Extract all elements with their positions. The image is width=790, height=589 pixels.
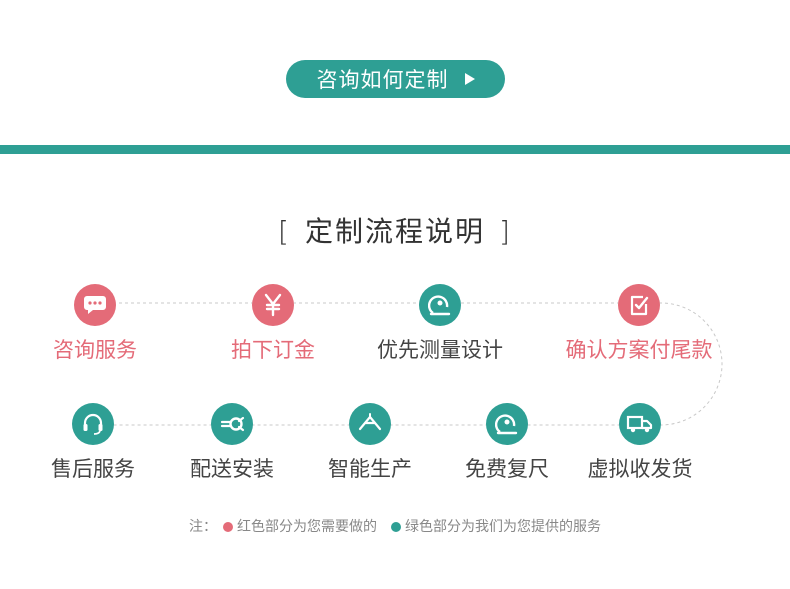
step-label: 免费复尺 (465, 457, 549, 481)
legend-prefix: 注： (189, 519, 217, 535)
delivery-truck-icon (619, 403, 661, 445)
section-divider-band (0, 145, 790, 154)
step-confirm-pay: 确认方案付尾款 (564, 284, 714, 364)
play-arrow-icon (464, 73, 475, 85)
title-bracket-close: ] (499, 215, 512, 248)
step-deposit: 拍下订金 (198, 284, 348, 364)
step-virtual-delivery: 虚拟收发货 (565, 403, 715, 483)
green-dot-icon (391, 522, 401, 532)
yen-icon (252, 284, 294, 326)
section-title-text: 定制流程说明 (304, 215, 485, 248)
legend-provider: 绿色部分为我们为您提供的服务 (405, 519, 601, 535)
checklist-icon (618, 284, 660, 326)
step-measure-design: 优先测量设计 (365, 284, 515, 364)
step-label: 配送安装 (190, 457, 274, 481)
tape-measure-icon (486, 403, 528, 445)
step-after-sales: 售后服务 (18, 403, 168, 483)
step-label: 售后服务 (51, 457, 135, 481)
legend-note: 注： 红色部分为您需要做的 绿色部分为我们为您提供的服务 (0, 516, 790, 536)
step-consult: 咨询服务 (20, 284, 170, 364)
step-label: 咨询服务 (53, 338, 137, 362)
step-label: 虚拟收发货 (587, 457, 693, 481)
red-dot-icon (223, 522, 233, 532)
step-label: 拍下订金 (231, 338, 315, 362)
step-delivery-install: 配送安装 (157, 403, 307, 483)
consult-button-label: 咨询如何定制 (316, 68, 449, 92)
step-label: 确认方案付尾款 (565, 338, 713, 362)
tape-measure-icon (419, 284, 461, 326)
chat-bubble-icon (74, 284, 116, 326)
headset-icon (72, 403, 114, 445)
title-bracket-open: [ (278, 215, 291, 248)
consult-customization-button[interactable]: 咨询如何定制 (286, 60, 505, 98)
step-production: 智能生产 (295, 403, 445, 483)
step-remeasure: 免费复尺 (432, 403, 582, 483)
step-label: 智能生产 (328, 457, 412, 481)
step-label: 优先测量设计 (377, 338, 503, 362)
saw-icon (349, 403, 391, 445)
section-title: [ 定制流程说明] (0, 210, 790, 250)
legend-customer: 红色部分为您需要做的 (237, 519, 377, 535)
wrench-icon (211, 403, 253, 445)
